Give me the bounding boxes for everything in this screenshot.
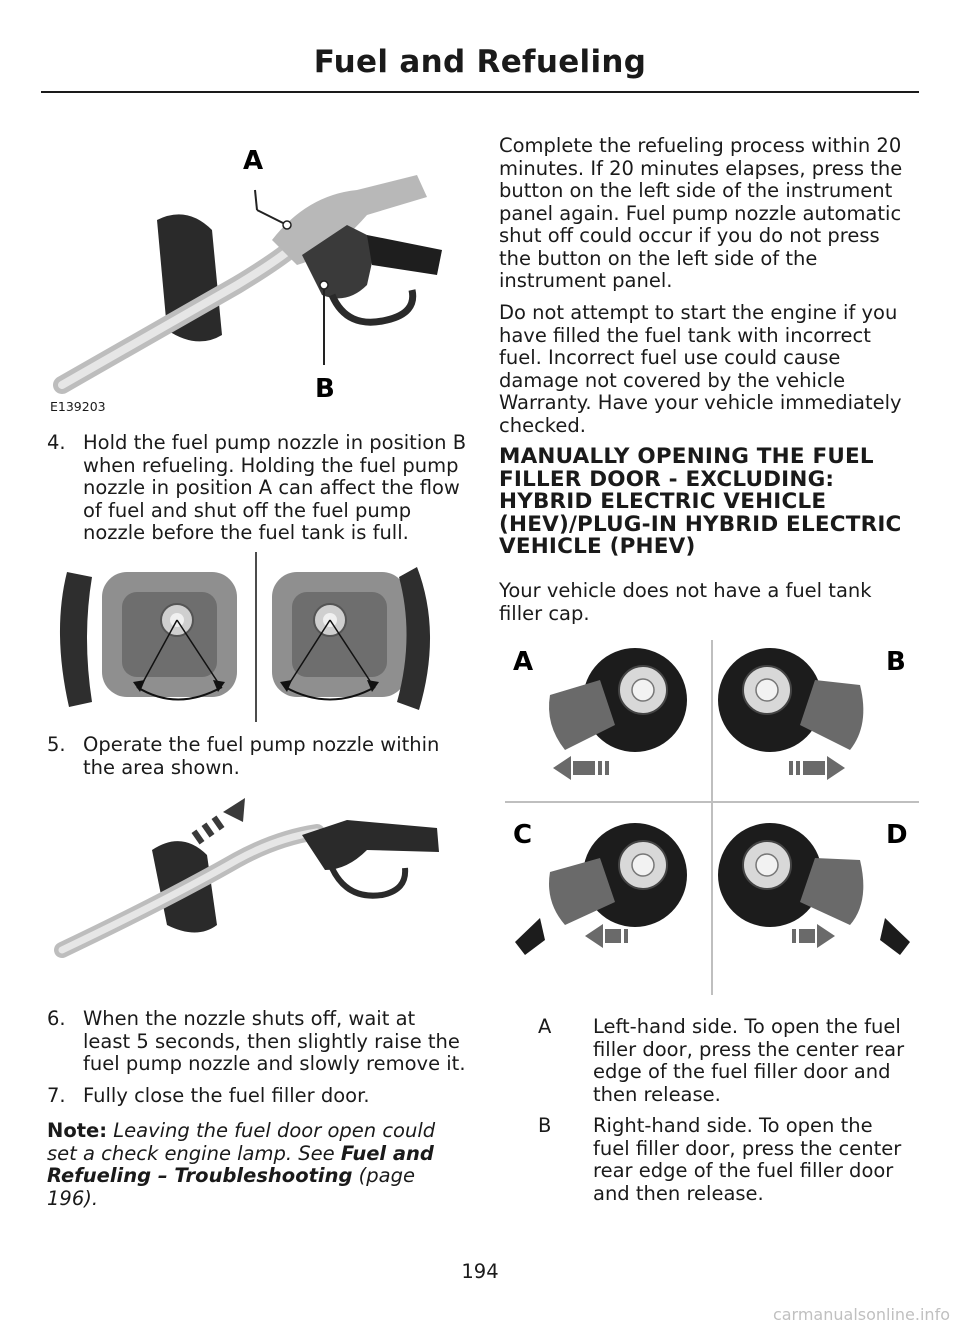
watermark: carmanualsonline.info xyxy=(772,1305,950,1324)
figure4-label-d: D xyxy=(886,820,908,850)
page-header-title: Fuel and Refueling xyxy=(313,44,647,80)
step-7: 7. Fully close the fuel filler door. xyxy=(47,1084,467,1108)
step-5: 5. Operate the fuel pump nozzle within t… xyxy=(47,733,467,779)
figure4-label-b: B xyxy=(886,647,906,677)
nozzle-position-figure: A B xyxy=(47,135,467,415)
step-4: 4. Hold the fuel pump nozzle in position… xyxy=(47,431,467,545)
definition-row: B Right-hand side. To open the fuel fill… xyxy=(499,1114,917,1205)
header-divider xyxy=(41,91,919,93)
figure4-label-a: A xyxy=(513,647,533,677)
definition-row: A Left-hand side. To open the fuel fille… xyxy=(499,1015,917,1106)
definition-key: A xyxy=(538,1015,552,1038)
step-text: Fully close the fuel filler door. xyxy=(83,1084,370,1107)
section-heading: MANUALLY OPENING THE FUEL FILLER DOOR - … xyxy=(499,444,902,559)
figure1-label-a: A xyxy=(243,146,263,176)
figure4-label-c: C xyxy=(513,820,532,850)
note-link[interactable]: Fuel and Refueling – Troubleshooting xyxy=(47,1141,434,1187)
operating-area-figure xyxy=(47,552,467,722)
step-number: 4. xyxy=(47,431,66,454)
note-text: Leaving the fuel door open could set a c… xyxy=(47,1119,436,1165)
definition-value: Right-hand side. To open the fuel filler… xyxy=(593,1114,902,1205)
step-number: 6. xyxy=(47,1007,66,1030)
note-block: Note: Leaving the fuel door open could s… xyxy=(47,1119,467,1210)
definition-key: B xyxy=(538,1114,552,1137)
no-cap-paragraph: Your vehicle does not have a fuel tank f… xyxy=(499,579,872,625)
page-number: 194 xyxy=(461,1260,499,1283)
note-text-after: (page 196). xyxy=(47,1164,415,1210)
wrong-fuel-paragraph: Do not attempt to start the engine if yo… xyxy=(499,301,902,437)
step-6: 6. When the nozzle shuts off, wait at le… xyxy=(47,1007,467,1076)
lift-nozzle-figure xyxy=(47,790,467,970)
definition-value: Left-hand side. To open the fuel filler … xyxy=(593,1015,905,1106)
figure-code: E139203 xyxy=(50,399,106,414)
note-label: Note: xyxy=(47,1119,108,1142)
step-text: Operate the fuel pump nozzle within the … xyxy=(83,733,440,779)
refuel-time-paragraph: Complete the refueling process within 20… xyxy=(499,134,903,292)
step-number: 5. xyxy=(47,733,66,756)
step-text: When the nozzle shuts off, wait at least… xyxy=(83,1007,466,1075)
step-text: Hold the fuel pump nozzle in position B … xyxy=(83,431,467,544)
fuel-door-open-figure: A B C D xyxy=(505,640,919,995)
step-number: 7. xyxy=(47,1084,66,1107)
figure1-label-b: B xyxy=(315,374,335,404)
